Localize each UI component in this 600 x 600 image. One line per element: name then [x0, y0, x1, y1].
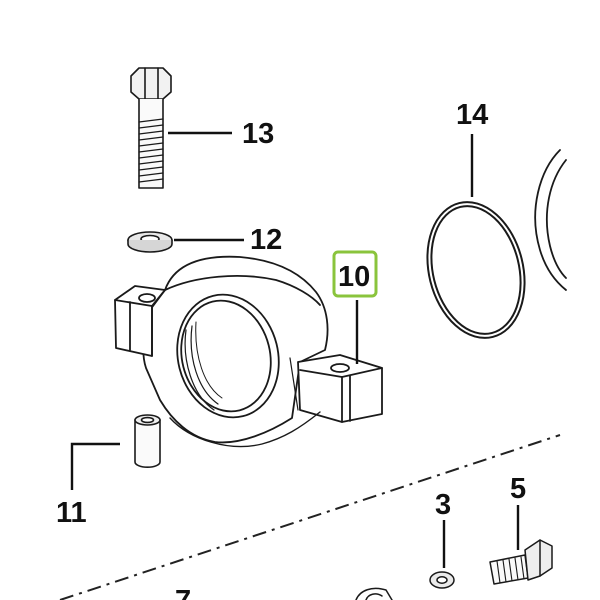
clamp-half-10	[114, 255, 383, 448]
callout-11: 11	[56, 497, 87, 529]
washer-12	[127, 231, 173, 253]
washer-3	[429, 571, 455, 589]
sleeve-11	[134, 414, 161, 469]
callout-3: 3	[435, 489, 451, 521]
screw-5	[489, 539, 553, 585]
nut-partial	[355, 587, 393, 600]
partial-flange	[534, 149, 567, 291]
callout-13: 13	[242, 118, 274, 150]
separator-dashed-line	[59, 434, 561, 600]
callout-7: 7	[175, 585, 191, 600]
callout-14: 14	[456, 99, 488, 131]
o-ring-14	[426, 201, 526, 339]
bolt-13	[130, 67, 172, 189]
highlight-box-10	[332, 250, 378, 298]
callout-10: 10	[338, 261, 370, 293]
callout-12: 12	[250, 224, 282, 256]
leader-11	[70, 442, 120, 490]
callout-5: 5	[510, 473, 526, 505]
